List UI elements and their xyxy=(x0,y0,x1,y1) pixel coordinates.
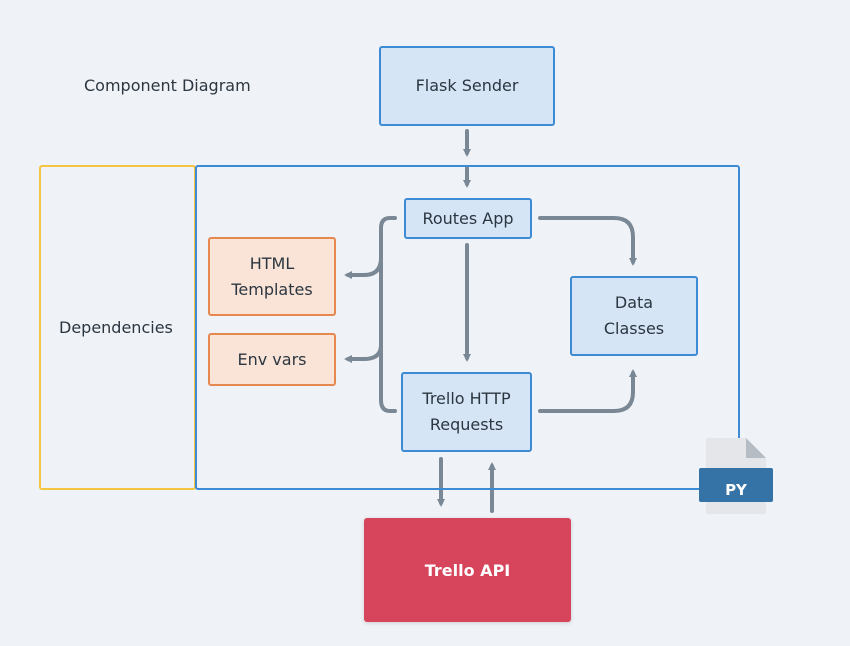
bracket-dependencies xyxy=(379,216,397,413)
trello-api-node: Trello API xyxy=(364,518,571,622)
dependencies-label: Dependencies xyxy=(59,318,173,337)
flask-sender-node: Flask Sender xyxy=(379,46,555,126)
env-vars-node: Env vars xyxy=(208,333,336,386)
arrow-http-to-data xyxy=(538,369,637,413)
app-container-frame xyxy=(195,165,740,490)
arrow-routes-to-data xyxy=(538,216,637,266)
python-file-icon xyxy=(699,438,773,514)
data-classes-node: Data Classes xyxy=(570,276,698,356)
routes-app-node: Routes App xyxy=(404,198,532,239)
diagram-title: Component Diagram xyxy=(84,76,251,95)
trello-http-requests-node: Trello HTTP Requests xyxy=(401,372,532,452)
html-templates-node: HTML Templates xyxy=(208,237,336,316)
arrow-to-env-vars xyxy=(344,343,383,363)
python-file-label: PY xyxy=(725,481,747,499)
arrow-to-html-templates xyxy=(344,256,383,279)
